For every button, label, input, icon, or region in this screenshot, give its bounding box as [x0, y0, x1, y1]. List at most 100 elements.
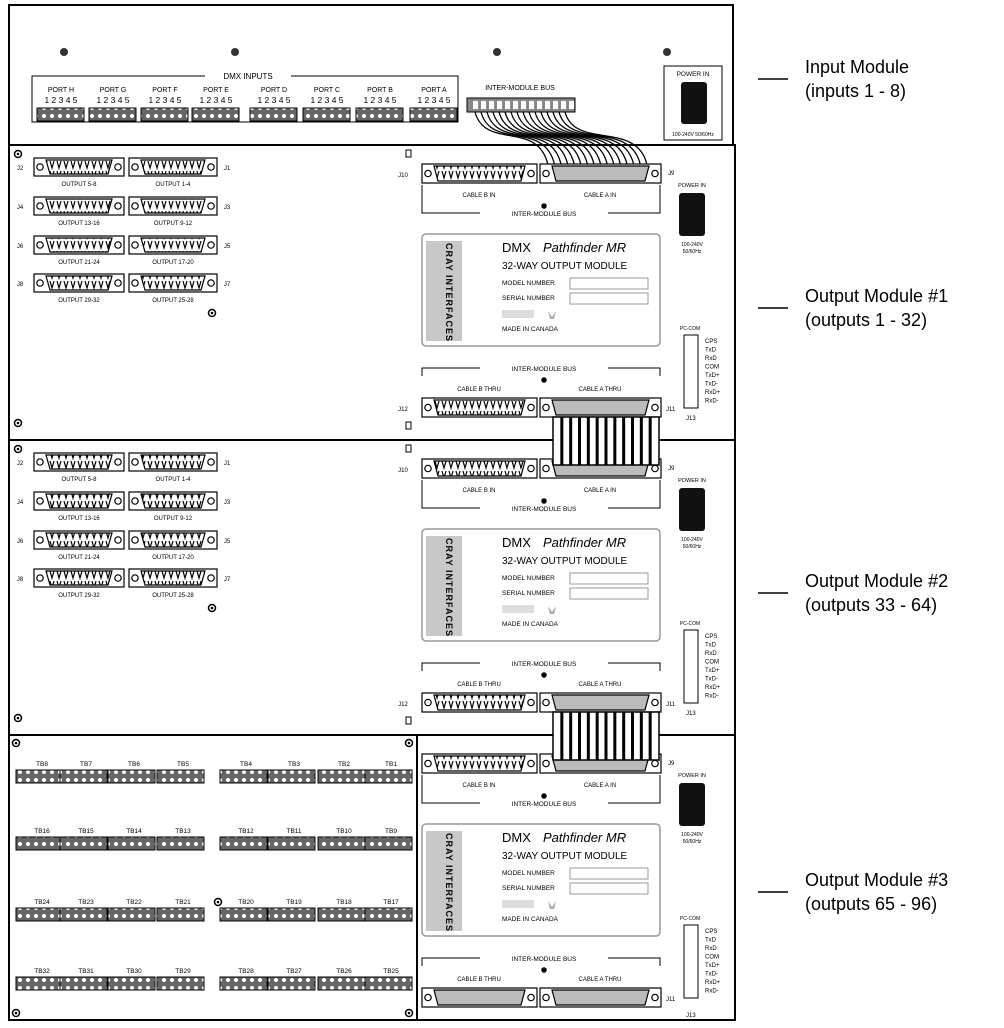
jack-label: J5 — [224, 539, 231, 545]
jack-label: J2 — [17, 166, 24, 172]
pc-com-pin-label: RxD+ — [705, 685, 721, 691]
inter-module-bus-label: INTER-MODULE BUS — [512, 661, 577, 668]
output-dsub-connector — [33, 273, 125, 293]
jack-label: J11 — [666, 702, 676, 708]
terminal-block-label: TB31 — [78, 968, 94, 975]
terminal-block-label: TB14 — [126, 828, 142, 835]
model-number-label: MODEL NUMBER — [502, 870, 555, 877]
made-in-label: MADE IN CANADA — [502, 916, 559, 923]
jack-label: J5 — [224, 244, 231, 250]
pc-com-pin-label: TxD- — [705, 677, 718, 683]
logo-icon — [426, 831, 462, 931]
screw-icon — [16, 447, 20, 451]
jack-label: J9 — [668, 466, 675, 472]
terminal-block-connector — [15, 836, 64, 851]
terminal-block-connector — [156, 907, 205, 922]
screw-icon — [542, 499, 546, 503]
terminal-block-connector — [219, 976, 268, 991]
power-rating-label: 100-240V — [681, 537, 703, 543]
model-number-label: MODEL NUMBER — [502, 280, 555, 287]
jack-label: J9 — [668, 761, 675, 767]
product-subtitle: 32-WAY OUTPUT MODULE — [502, 851, 628, 862]
logo-icon — [426, 536, 462, 636]
output-dsub-connector — [33, 452, 125, 472]
pc-com-pin-label: RxD — [705, 356, 717, 362]
label-bg — [480, 658, 608, 667]
inter-module-bus-label: INTER-MODULE BUS — [512, 506, 577, 513]
product-name-italic: Pathfinder MR — [543, 830, 626, 845]
power-socket-icon — [679, 488, 705, 531]
maple-leaf-icon — [548, 311, 556, 319]
screw-icon — [216, 900, 220, 904]
jack-label: J9 — [668, 171, 675, 177]
cable-a-thru-connector — [539, 987, 662, 1008]
jack-label: J1 — [224, 166, 231, 172]
terminal-block-label: TB15 — [78, 828, 94, 835]
jack-label: J13 — [686, 1013, 696, 1019]
terminal-block-connector — [156, 836, 205, 851]
terminal-block-connector — [317, 769, 366, 784]
terminal-block-label: TB22 — [126, 899, 142, 906]
cable-b-thru-connector — [421, 397, 538, 418]
terminal-block-label: TB6 — [128, 761, 140, 768]
cable-a-thru-connector — [539, 397, 662, 418]
screw-icon — [542, 204, 546, 208]
output-range-label: OUTPUT 29-32 — [58, 593, 100, 599]
cable-b-in-connector — [421, 753, 538, 774]
jack-label: J2 — [17, 461, 24, 467]
made-in-label: MADE IN CANADA — [502, 621, 559, 628]
pc-com-pin-label: TxD — [705, 938, 717, 944]
cable-a-thru-label: CABLE A THRU — [579, 387, 622, 393]
pc-com-pin-label: CPS — [705, 929, 717, 935]
terminal-block-connector — [15, 769, 64, 784]
callout-subtitle: (inputs 1 - 8) — [805, 81, 906, 101]
port-label: PORT H — [48, 87, 74, 94]
inter-module-bus-label: INTER-MODULE BUS — [512, 366, 577, 373]
cable-b-in-label: CABLE B IN — [462, 488, 495, 494]
output-range-label: OUTPUT 21-24 — [58, 260, 100, 266]
maple-leaf-icon — [548, 901, 556, 909]
pin-icon — [529, 101, 534, 109]
screw-icon — [210, 311, 214, 315]
terminal-block-label: TB7 — [80, 761, 92, 768]
inter-module-bus-label: INTER-MODULE BUS — [512, 801, 577, 808]
led-icon — [405, 421, 412, 430]
jack-label: J8 — [17, 282, 24, 288]
callout-subtitle: (outputs 33 - 64) — [805, 595, 937, 615]
port-pins: 1 2 3 4 5 — [148, 95, 181, 105]
terminal-block-label: TB9 — [385, 828, 397, 835]
port-pins: 1 2 3 4 5 — [310, 95, 343, 105]
pin-icon — [553, 101, 558, 109]
label-bg — [480, 363, 608, 372]
ribbon-cable — [552, 416, 660, 466]
callout-title: Output Module #1 — [805, 286, 948, 306]
dmx-input-connector — [249, 107, 298, 122]
pin-icon — [481, 101, 486, 109]
screw-icon — [542, 378, 546, 382]
product-name: DMX — [502, 830, 531, 845]
terminal-block-label: TB32 — [34, 968, 50, 975]
output-dsub-connector — [33, 568, 125, 588]
pin-icon — [537, 101, 542, 109]
screw-icon — [663, 48, 671, 56]
cable-b-thru-connector — [421, 987, 538, 1008]
port-label: PORT A — [421, 87, 447, 94]
callout-title: Input Module — [805, 57, 909, 77]
power-rating-label: 50/60Hz — [683, 249, 702, 255]
inter-module-bus-label: INTER-MODULE BUS — [512, 211, 577, 218]
cable-b-thru-label: CABLE B THRU — [457, 387, 501, 393]
output-dsub-connector — [128, 273, 218, 293]
power-socket-icon — [679, 193, 705, 236]
dmx-input-connector — [409, 107, 458, 122]
dmx-input-connector — [191, 107, 240, 122]
terminal-block-connector — [59, 769, 108, 784]
label-bg — [480, 209, 608, 217]
cable-a-thru-label: CABLE A THRU — [579, 977, 622, 983]
pc-com-pin-label: COM — [705, 955, 719, 961]
model-number-label: MODEL NUMBER — [502, 575, 555, 582]
terminal-block-label: TB4 — [240, 761, 252, 768]
ribbon-bundle — [474, 111, 648, 166]
output-dsub-connector — [33, 530, 125, 550]
pc-com-pin-label: RxD- — [705, 399, 719, 405]
cable-a-in-label: CABLE A IN — [584, 193, 616, 199]
